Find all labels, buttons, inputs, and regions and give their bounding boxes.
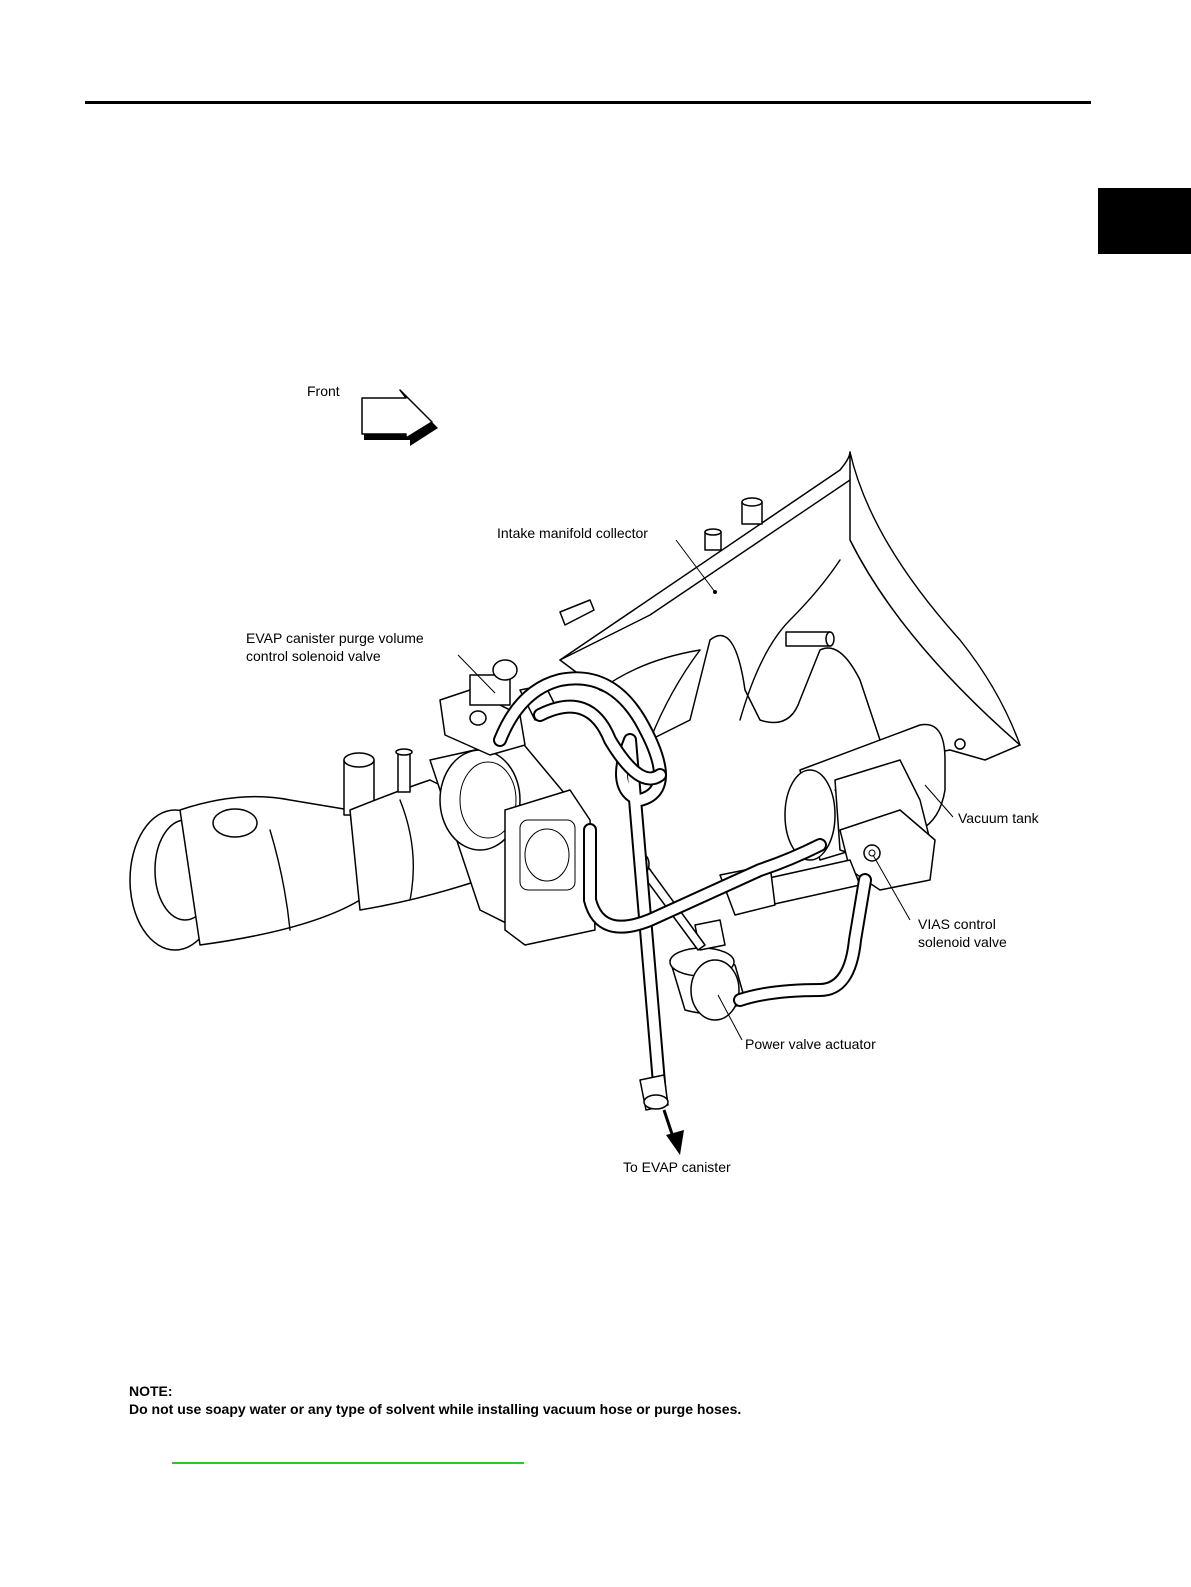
- evap-valve-label-1: EVAP canister purge volume: [246, 630, 424, 646]
- link-underline[interactable]: [172, 1462, 524, 1464]
- note-text: Do not use soapy water or any type of so…: [129, 1401, 741, 1417]
- to-evap-label: To EVAP canister: [623, 1159, 731, 1175]
- vias-label-2: solenoid valve: [918, 934, 1007, 950]
- intake-manifold-label: Intake manifold collector: [497, 525, 648, 541]
- note-heading: NOTE:: [129, 1383, 173, 1399]
- to-evap-arrow-icon: [664, 1110, 684, 1155]
- evap-valve-label-2: control solenoid valve: [246, 648, 381, 664]
- front-arrow-icon: [362, 390, 438, 446]
- front-label: Front: [307, 383, 340, 399]
- intake-duct: [130, 749, 480, 950]
- power-valve-label: Power valve actuator: [745, 1036, 876, 1052]
- vacuum-tank-label: Vacuum tank: [958, 810, 1040, 826]
- vias-label-1: VIAS control: [918, 916, 996, 932]
